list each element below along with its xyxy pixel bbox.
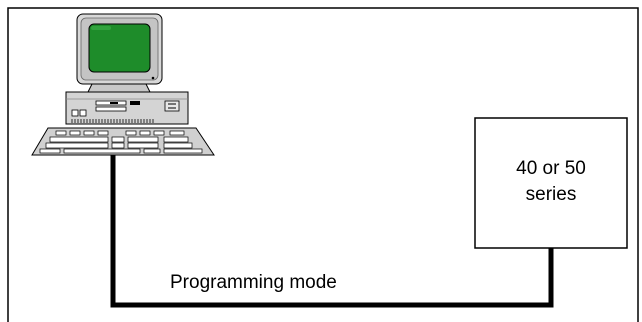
desktop-computer-icon [31,13,215,156]
device-box [474,117,628,249]
connection-label: Programming mode [170,272,337,293]
connection-cable [110,155,554,308]
diagram-border [7,7,639,322]
device-label-line1: 40 or 50 [516,158,586,179]
device-label: 40 or 50 series [475,118,627,246]
device-label-line2: series [525,184,577,205]
